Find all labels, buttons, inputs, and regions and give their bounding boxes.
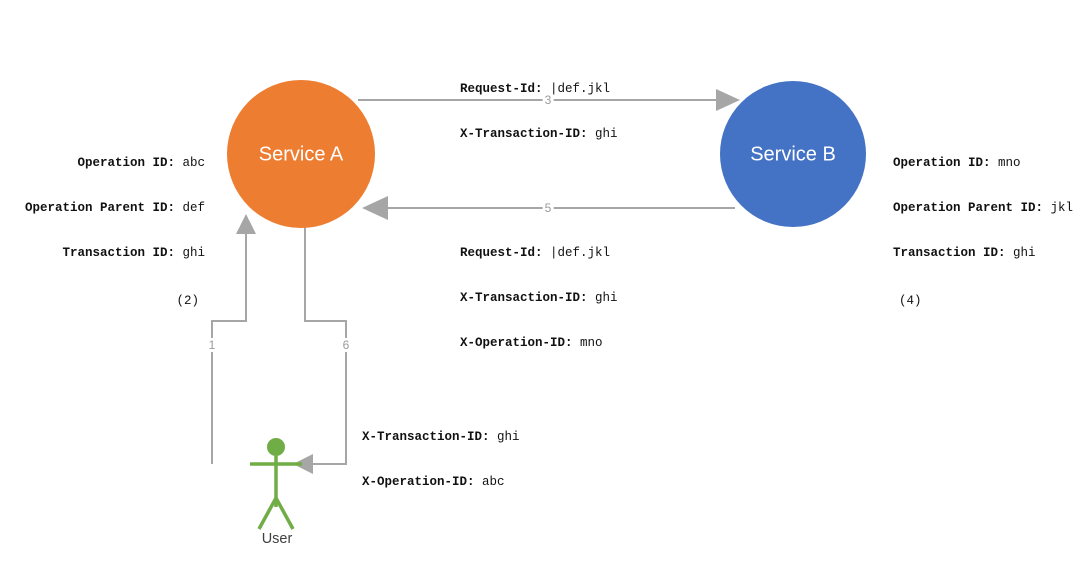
annotation-line: X-Transaction-ID: ghi: [362, 430, 520, 445]
annotation-key: Operation ID:: [893, 156, 991, 170]
edge-user-to-service-a: [211, 214, 256, 464]
annotation-key: Operation Parent ID:: [893, 201, 1044, 215]
user-leg-left: [257, 497, 278, 530]
edge-service-a-to-user: [293, 222, 347, 474]
annotation-key: Request-Id:: [460, 82, 543, 96]
sequence-number-5: 5: [542, 201, 554, 215]
annotation-step-number: (2): [176, 294, 199, 308]
annotation-key: X-Operation-ID:: [362, 475, 475, 489]
annotation-line: X-Operation-ID: abc: [362, 475, 520, 490]
annotation-line: Operation ID: abc: [0, 156, 205, 171]
edge-service-b-to-service-a: [362, 196, 735, 220]
edge-service-a-to-service-b: [358, 89, 740, 111]
annotation-key: Transaction ID:: [62, 246, 175, 260]
user-leg-right: [274, 497, 295, 530]
annotation-key: Operation Parent ID:: [24, 201, 175, 215]
annotation-line: Operation Parent ID: jkl: [893, 201, 1073, 216]
annotation-line: Transaction ID: ghi: [893, 246, 1073, 261]
annotation-value: ghi: [182, 246, 205, 260]
annotation-value: def: [182, 201, 205, 215]
annotation-line: Operation Parent ID: def: [0, 201, 205, 216]
annotation-line: Request-Id: |def.jkl: [460, 246, 618, 261]
annotation-key: Transaction ID:: [893, 246, 1006, 260]
annotation-line: Operation ID: mno: [893, 156, 1073, 171]
user-head: [267, 438, 285, 456]
annotation-key: X-Operation-ID:: [460, 336, 573, 350]
annotation-line: Transaction ID: ghi: [0, 246, 205, 261]
annotation-a-to-b-headers: Request-Id: |def.jkl X-Transaction-ID: g…: [460, 52, 618, 172]
annotation-step-number: (4): [899, 294, 922, 308]
annotation-line: X-Transaction-ID: ghi: [460, 291, 618, 306]
annotation-service-b-context: Operation ID: mno Operation Parent ID: j…: [893, 126, 1073, 339]
annotation-line: X-Operation-ID: mno: [460, 336, 618, 351]
annotation-value: jkl: [1050, 201, 1074, 215]
annotation-key: X-Transaction-ID:: [362, 430, 490, 444]
annotation-key: Operation ID:: [77, 156, 175, 170]
node-label-user: User: [261, 531, 293, 547]
annotation-value: ghi: [595, 127, 618, 141]
arrowhead-service-a-to-user: [293, 454, 313, 474]
sequence-number-1: 1: [206, 338, 218, 352]
sequence-number-3: 3: [542, 93, 554, 107]
annotation-value: |def.jkl: [550, 246, 611, 260]
annotation-line: Request-Id: |def.jkl: [460, 82, 618, 97]
arrowhead-service-b-to-service-a: [362, 196, 388, 220]
annotation-value: mno: [998, 156, 1021, 170]
arrowhead-user-to-service-a: [236, 214, 256, 234]
node-user-stick-figure[interactable]: [250, 438, 302, 530]
annotation-a-to-user-headers: X-Transaction-ID: ghi X-Operation-ID: ab…: [362, 400, 520, 520]
annotation-line: X-Transaction-ID: ghi: [460, 127, 618, 142]
annotation-value: ghi: [497, 430, 520, 444]
annotation-value: |def.jkl: [550, 82, 611, 96]
annotation-value: mno: [580, 336, 603, 350]
node-service-b[interactable]: [720, 81, 866, 227]
annotation-key: X-Transaction-ID:: [460, 127, 588, 141]
annotation-b-to-a-headers: Request-Id: |def.jkl X-Transaction-ID: g…: [460, 216, 618, 381]
node-service-a[interactable]: [227, 80, 375, 228]
annotation-value: ghi: [1013, 246, 1036, 260]
annotation-value: ghi: [595, 291, 618, 305]
annotation-key: Request-Id:: [460, 246, 543, 260]
annotation-value: abc: [482, 475, 505, 489]
annotation-value: abc: [182, 156, 205, 170]
arrowhead-service-a-to-service-b: [716, 89, 740, 111]
annotation-key: X-Transaction-ID:: [460, 291, 588, 305]
sequence-number-6: 6: [340, 338, 352, 352]
annotation-service-a-context: Operation ID: abc Operation Parent ID: d…: [0, 126, 205, 339]
